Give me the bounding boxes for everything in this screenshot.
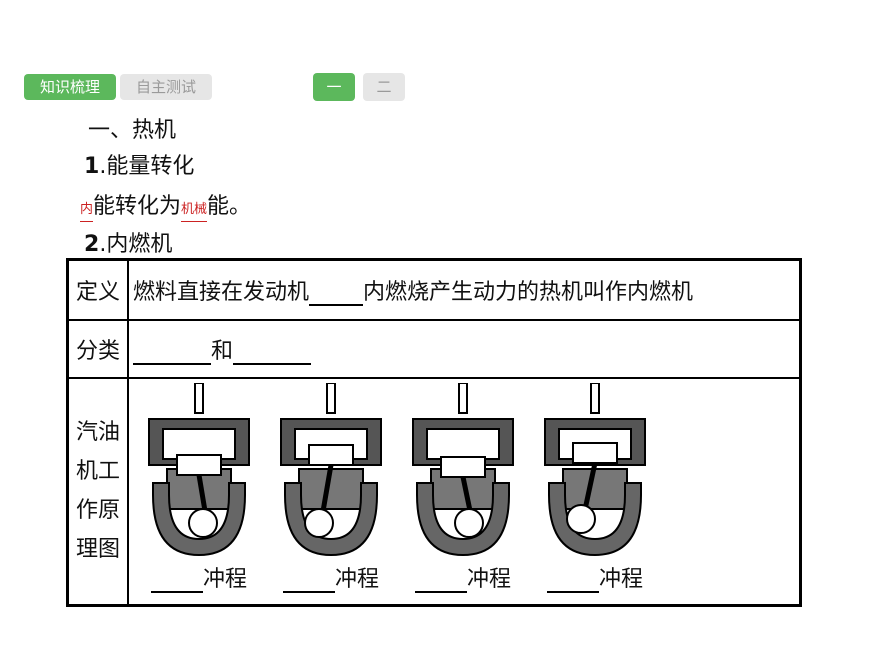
- subsection-energy: 1.能量转化: [84, 154, 195, 179]
- page-button-2[interactable]: 二: [363, 73, 405, 101]
- row-head-diagram: 汽油 机工 作原 理图: [66, 376, 129, 607]
- blank-stroke-1: [150, 569, 203, 593]
- engine-diagram-icon: [412, 382, 514, 556]
- engine-diagrams: 冲程 冲程: [133, 382, 795, 593]
- blank-stroke-3: [414, 569, 467, 593]
- blank-stroke-4: [546, 569, 599, 593]
- engine-table: 定义 燃料直接在发动机内燃烧产生动力的热机叫作内燃机 分类 和 汽油 机工 作原…: [66, 258, 802, 607]
- row-head-classification: 分类: [66, 318, 129, 379]
- blank-stroke-2: [282, 569, 335, 593]
- engine-diagram-icon: [280, 382, 382, 556]
- engine-diagram-icon: [148, 382, 250, 556]
- blank-definition: [309, 282, 364, 306]
- engine-stroke-1: 冲程: [133, 382, 265, 593]
- blank-answer-2: 机械: [181, 199, 208, 222]
- classification-cell: 和: [127, 318, 802, 379]
- definition-cell: 燃料直接在发动机内燃烧产生动力的热机叫作内燃机: [127, 258, 802, 321]
- blank-answer-1: 内: [80, 199, 94, 222]
- tab-self-test[interactable]: 自主测试: [120, 74, 212, 100]
- tab-knowledge[interactable]: 知识梳理: [24, 74, 116, 100]
- energy-conversion-line: 内能转化为机械能。: [80, 188, 251, 222]
- row-head-definition: 定义: [66, 258, 129, 321]
- engine-diagram-icon: [544, 382, 646, 556]
- engine-stroke-2: 冲程: [265, 382, 397, 593]
- blank-class-1: [133, 341, 211, 365]
- engine-stroke-4: 冲程: [529, 382, 661, 593]
- section-title: 一、热机: [88, 118, 177, 143]
- engine-stroke-3: 冲程: [397, 382, 529, 593]
- page-button-1[interactable]: 一: [313, 73, 355, 101]
- subsection-engine: 2.内燃机: [84, 232, 173, 257]
- diagram-cell: 冲程 冲程: [127, 376, 802, 607]
- blank-class-2: [233, 341, 312, 365]
